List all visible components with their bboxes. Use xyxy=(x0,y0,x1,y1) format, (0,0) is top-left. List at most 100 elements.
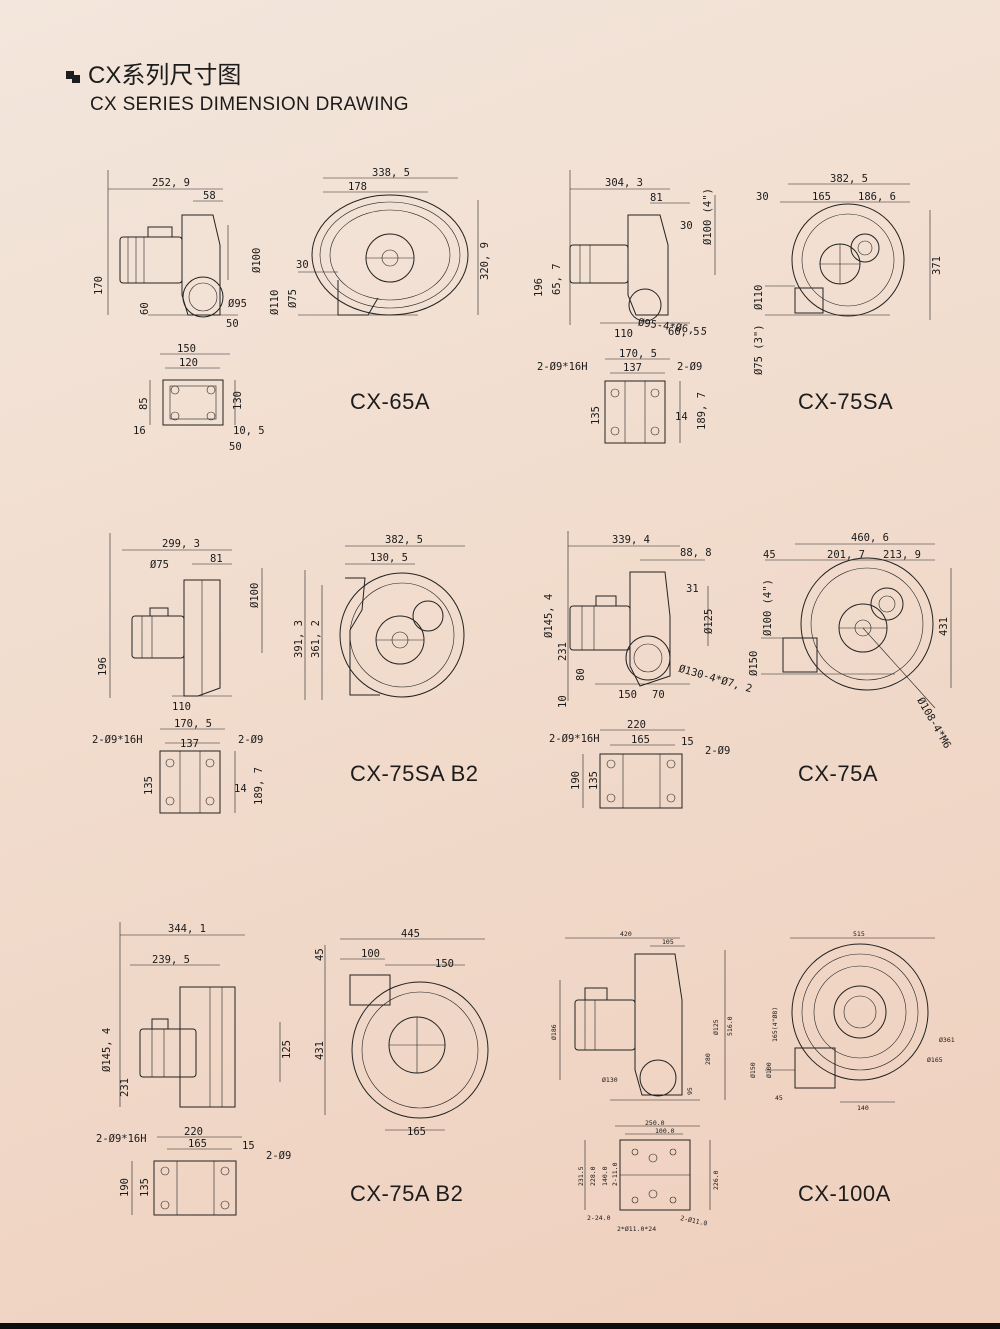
dim-label: 170, 5 xyxy=(174,718,212,730)
dim-label: 60, 5 xyxy=(668,326,700,338)
dim-label: 196 xyxy=(533,278,545,297)
model-label-cx65a: CX-65A xyxy=(350,389,431,414)
dim-label: 165 xyxy=(631,734,650,746)
dim-label: 16 xyxy=(133,425,146,437)
dim-label: Ø125 xyxy=(712,1019,720,1035)
dim-label: 220 xyxy=(627,719,646,731)
dim-label: 137 xyxy=(623,362,642,374)
dim-label: 81 xyxy=(210,553,223,565)
dim-label: Ø361 xyxy=(939,1036,955,1044)
dim-label: 213, 9 xyxy=(883,549,921,561)
dim-label: 125 xyxy=(281,1040,293,1059)
page-title-cn: CX系列尺寸图 xyxy=(66,62,241,90)
dim-label: 280 xyxy=(704,1053,712,1065)
dim-label: 320, 9 xyxy=(479,242,491,280)
dim-label: 382, 5 xyxy=(830,173,868,185)
dim-label: Ø108-4*M6 xyxy=(914,696,953,751)
cx65a-base-view: 150 120 85 130 16 10, 5 50 xyxy=(125,340,265,455)
dim-label: Ø186 xyxy=(550,1024,558,1040)
dim-label: 135 xyxy=(139,1178,151,1197)
dim-label: 45 xyxy=(763,549,776,561)
dim-label: 2-11.0 xyxy=(611,1162,619,1186)
dim-label: 196 xyxy=(97,657,109,676)
dim-label: 150 xyxy=(618,689,637,701)
dim-label: Ø75 (3") xyxy=(753,324,765,375)
cx65a-side-view: 252, 9 58 170 60 Ø95 50 Ø100 xyxy=(88,165,278,345)
dim-label: Ø125 xyxy=(703,609,715,634)
dim-label: 190 xyxy=(119,1178,131,1197)
dim-label: Ø150 xyxy=(748,651,760,676)
cx75sab2-base-view: 170, 5 2-Ø9*16H 137 2-Ø9 135 14 189, 7 xyxy=(90,715,280,825)
dim-label: 189, 7 xyxy=(253,767,265,805)
dim-label: 58 xyxy=(203,190,216,202)
dim-label: 460, 6 xyxy=(851,532,889,544)
dim-label: Ø100 (4") xyxy=(762,579,774,636)
dim-label: 382, 5 xyxy=(385,534,423,546)
dim-label: 150 xyxy=(435,958,454,970)
dim-label: 2-Ø9 xyxy=(238,734,263,746)
title-cn-text: CX系列尺寸图 xyxy=(88,62,242,89)
dim-label: 2*Ø11.0*24 xyxy=(617,1225,656,1233)
dim-label: 190 xyxy=(570,771,582,790)
dim-label: 120 xyxy=(179,357,198,369)
dim-label: 88, 8 xyxy=(680,547,712,559)
dim-label: 228.0 xyxy=(589,1166,597,1186)
dim-label: 2-Ø9 xyxy=(266,1150,291,1162)
dim-label: 30 xyxy=(680,220,693,232)
cx100a-front-view: 515 165(4"Ø8) Ø361 Ø165 Ø150 Ø100 45 140 xyxy=(745,930,965,1115)
model-label-cx75a: CX-75A xyxy=(798,761,879,786)
dim-label: 80 xyxy=(575,668,587,681)
dim-label: 231 xyxy=(557,642,569,661)
page-title-en: CX SERIES DIMENSION DRAWING xyxy=(90,94,409,115)
dim-label: 165 xyxy=(812,191,831,203)
dim-label: 45 xyxy=(775,1094,783,1102)
dim-label: 31 xyxy=(686,583,699,595)
square-bullet-icon xyxy=(66,69,80,83)
dim-label: 344, 1 xyxy=(168,923,206,935)
dim-label: Ø150 xyxy=(749,1062,757,1078)
cx75ab2-side-view: 344, 1 239, 5 Ø145, 4 231 125 xyxy=(100,917,300,1122)
model-label-cx75sa: CX-75SA xyxy=(798,389,894,414)
dim-label: 10 xyxy=(557,695,569,708)
dim-label: 110 xyxy=(172,701,191,713)
dim-label: 130, 5 xyxy=(370,552,408,564)
dim-label: Ø165 xyxy=(927,1056,943,1064)
dim-label: 45 xyxy=(314,948,326,961)
dim-label: 226.0 xyxy=(712,1170,720,1190)
dim-label: 100 xyxy=(361,948,380,960)
dim-label: 14 xyxy=(234,783,247,795)
dim-label: 137 xyxy=(180,738,199,750)
dim-label: 231.5 xyxy=(577,1166,585,1186)
dim-label: 15 xyxy=(242,1140,255,1152)
dim-label: Ø100 (4") xyxy=(702,188,714,245)
dim-label: 14 xyxy=(675,411,688,423)
dim-label: 140.0 xyxy=(601,1166,609,1186)
cx100a-side-view: 420 105 Ø186 Ø125 516.0 280 95 Ø130 xyxy=(550,930,750,1110)
dim-label: Ø75 xyxy=(150,559,169,571)
dim-label: 2-24.0 xyxy=(587,1214,611,1222)
dim-label: 338, 5 xyxy=(372,167,410,179)
dim-label: 189, 7 xyxy=(696,392,708,430)
dim-label: 516.0 xyxy=(726,1016,734,1036)
dim-label: 135 xyxy=(143,776,155,795)
cx100a-base-view: 250.0 100.0 231.5 228.0 140.0 2-11.0 226… xyxy=(565,1119,725,1235)
dim-label: 105 xyxy=(662,938,674,946)
dim-label: 135 xyxy=(588,771,600,790)
dim-label: 220 xyxy=(184,1126,203,1138)
cx65a-front-view: 338, 5 178 30 Ø75 Ø110 320, 9 xyxy=(268,167,498,325)
dim-label: 201, 7 xyxy=(827,549,865,561)
dim-label: 60 xyxy=(139,302,151,315)
dim-label: 2-Ø9*16H xyxy=(537,361,588,373)
dim-label: 165(4"Ø8) xyxy=(771,1007,779,1042)
cx75a-base-view: 220 2-Ø9*16H 165 15 2-Ø9 190 135 xyxy=(545,718,735,828)
cx75a-front-view: 460, 6 45 201, 7 213, 9 Ø100 (4") Ø150 4… xyxy=(748,528,975,751)
dim-label: 361, 2 xyxy=(310,620,322,658)
cx75sa-base-view: 170, 5 2-Ø9*16H 137 2-Ø9 135 14 189, 7 xyxy=(535,345,725,455)
dim-label: Ø110 xyxy=(269,290,281,315)
dim-label: 170, 5 xyxy=(619,348,657,360)
cx75ab2-base-view: 220 2-Ø9*16H 165 15 2-Ø9 190 135 xyxy=(92,1125,292,1235)
dim-label: 2-Ø11.0 xyxy=(680,1214,709,1228)
dim-label: 110 xyxy=(614,328,633,340)
dim-label: 2-Ø9*16H xyxy=(549,733,600,745)
dim-label: 100.0 xyxy=(655,1127,675,1135)
